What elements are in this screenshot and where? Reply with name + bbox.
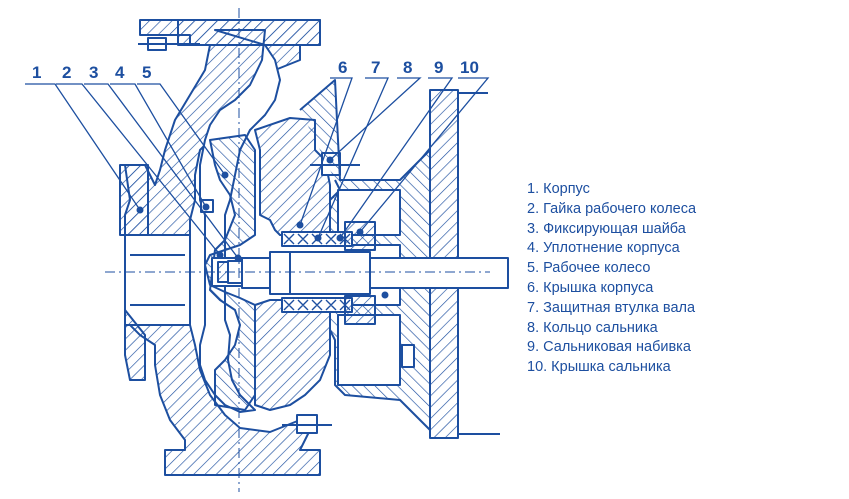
leader-4 — [110, 83, 207, 208]
leader-dot-6 — [296, 221, 304, 229]
leader-dot-10 — [356, 228, 364, 236]
legend-item: 6. Крышка корпуса — [527, 279, 654, 296]
leader-6 — [299, 77, 353, 226]
leader-8 — [329, 77, 422, 161]
callout-8: 8 — [403, 58, 413, 77]
legend-item: 4. Уплотнение корпуса — [527, 240, 680, 257]
leader-1 — [25, 83, 141, 211]
legend-item: 1. Корпус — [527, 181, 590, 197]
leader-dot-1 — [136, 206, 144, 214]
bracket-window-lower — [337, 314, 401, 386]
legend-item: 3. Фиксирующая шайба — [527, 220, 686, 237]
leader-dot-9 — [336, 234, 344, 242]
leader-dot-3 — [234, 254, 242, 262]
leader-3 — [84, 83, 239, 259]
callout-2: 2 — [62, 63, 72, 82]
legend-item: 5. Рабочее колесо — [527, 260, 651, 277]
callout-4: 4 — [115, 63, 125, 82]
leader-dot-7 — [314, 234, 322, 242]
callout-7: 7 — [371, 58, 381, 77]
legend-item: 8. Кольцо сальника — [527, 319, 658, 336]
shaft-sleeve — [269, 251, 371, 295]
leader-dot-8 — [326, 156, 334, 164]
bracket-bolt — [401, 344, 415, 368]
leader-dot-5 — [221, 171, 229, 179]
legend-item: 10. Крышка сальника — [527, 359, 671, 376]
callout-6: 6 — [338, 58, 348, 77]
callout-3: 3 — [89, 63, 99, 82]
callout-1: 1 — [32, 63, 42, 82]
callout-10: 10 — [460, 58, 479, 77]
leader-10 — [359, 77, 490, 233]
casing-cover-lower — [254, 299, 331, 411]
leader-dot-2 — [216, 251, 224, 259]
legend-item: 9. Сальниковая набивка — [527, 339, 691, 356]
leader-dot-4 — [202, 203, 210, 211]
leader-9 — [339, 77, 454, 239]
legend-item: 7. Защитная втулка вала — [527, 299, 696, 316]
callout-9: 9 — [434, 58, 444, 77]
gland-top — [344, 221, 376, 251]
leader-7 — [317, 77, 389, 239]
leader-2 — [56, 83, 221, 256]
callout-5: 5 — [142, 63, 152, 82]
suction-nozzle — [124, 234, 191, 326]
volute-passage — [199, 29, 281, 413]
parts-legend: 1. Корпус 2. Гайка рабочего колеса 3. Фи… — [527, 180, 696, 378]
leader-5 — [137, 83, 226, 176]
legend-item: 2. Гайка рабочего колеса — [527, 200, 697, 217]
discharge-flange — [177, 19, 321, 46]
